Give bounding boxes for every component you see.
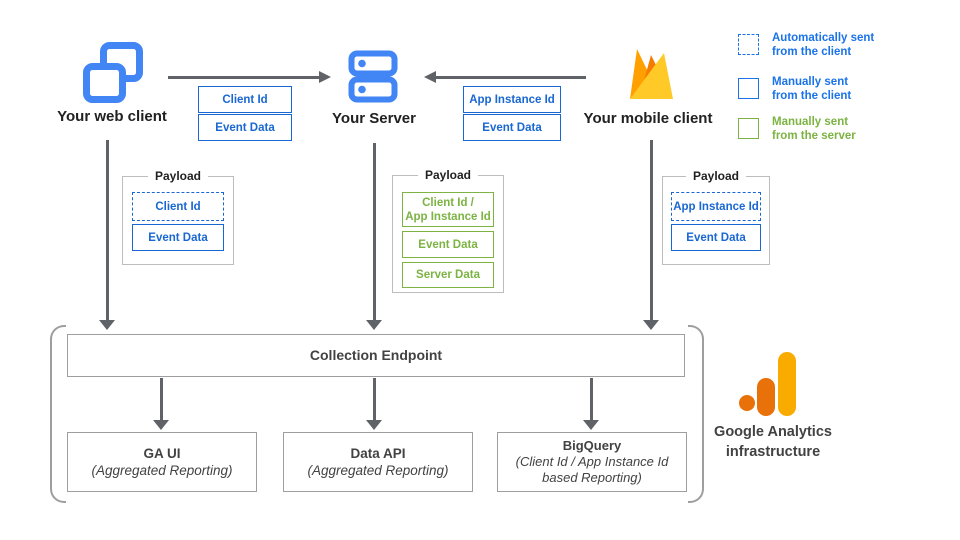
arrow-head-icon (153, 420, 169, 430)
connector-web-to-endpoint (99, 140, 116, 330)
legend-label: Manually sent from the server (772, 116, 856, 142)
arrow-line (590, 378, 593, 421)
arrow-line (435, 76, 586, 79)
flow-label-event-data: Event Data (198, 114, 292, 141)
collection-endpoint-box: Collection Endpoint (67, 334, 685, 377)
payload-server: Payload Client Id / App Instance Id Even… (392, 168, 504, 293)
payload-item-event-data: Event Data (402, 231, 494, 258)
payload-title: Payload (685, 169, 747, 183)
payload-title: Payload (417, 168, 479, 182)
output-title: BigQuery (562, 438, 622, 453)
flow-label-app-instance-id: App Instance Id (463, 86, 561, 113)
arrow-head-icon (366, 320, 382, 330)
output-title: Data API (350, 446, 406, 461)
web-client-icon (83, 42, 143, 103)
web-client-label: Your web client (57, 108, 167, 125)
output-box-data-api: Data API (Aggregated Reporting) (283, 432, 473, 492)
server-label: Your Server (332, 110, 416, 127)
arrow-line (373, 143, 376, 321)
flow-label-client-id: Client Id (198, 86, 292, 113)
connector-endpoint-to-ga-ui (153, 378, 170, 430)
payload-title: Payload (147, 169, 209, 183)
payload-web: Payload Client Id Event Data (122, 169, 234, 265)
output-title: GA UI (143, 446, 181, 461)
arrow-line (168, 76, 320, 79)
arrow-line (650, 140, 653, 321)
arrow-web-to-server (168, 69, 332, 85)
arrow-head-icon (424, 70, 436, 83)
payload-item-client-id: Client Id (132, 192, 224, 221)
collection-endpoint-label: Collection Endpoint (309, 347, 443, 363)
payload-item-event-data: Event Data (132, 224, 224, 251)
connector-mobile-to-endpoint (643, 140, 660, 330)
ga-dot (739, 395, 755, 411)
legend-item-manual-server: Manually sent from the server (738, 116, 948, 160)
arrow-line (373, 378, 376, 421)
flow-label-event-data: Event Data (463, 114, 561, 141)
infrastructure-brand-label: Google Analytics infrastructure (714, 424, 832, 460)
arrow-head-icon (319, 70, 331, 83)
arrow-line (160, 378, 163, 421)
solid-blue-swatch-icon (738, 78, 759, 99)
output-box-bigquery: BigQuery (Client Id / App Instance Id ba… (497, 432, 687, 492)
firebase-icon (630, 49, 673, 99)
arrow-head-icon (366, 420, 382, 430)
infrastructure-bracket-left (50, 325, 66, 503)
infrastructure-bracket-right (688, 325, 704, 503)
payload-item-client-app-id: Client Id / App Instance Id (402, 192, 494, 227)
arrow-head-icon (583, 420, 599, 430)
solid-green-swatch-icon (738, 118, 759, 139)
legend-item-manual-client: Manually sent from the client (738, 76, 948, 120)
output-subtitle: (Aggregated Reporting) (307, 463, 449, 478)
legend-item-auto-client: Automatically sent from the client (738, 32, 948, 76)
output-box-ga-ui: GA UI (Aggregated Reporting) (67, 432, 257, 492)
arrow-line (106, 140, 109, 321)
arrow-head-icon (643, 320, 659, 330)
connector-endpoint-to-data-api (366, 378, 383, 430)
google-analytics-icon (730, 350, 810, 418)
payload-item-server-data: Server Data (402, 262, 494, 288)
legend-label: Automatically sent from the client (772, 32, 875, 58)
payload-item-app-instance-id: App Instance Id (671, 192, 761, 221)
mobile-client-label: Your mobile client (583, 110, 713, 127)
ga-bar-medium (757, 378, 775, 416)
output-subtitle: (Aggregated Reporting) (91, 463, 233, 478)
dashed-blue-swatch-icon (738, 34, 759, 55)
arrow-mobile-to-server (424, 69, 586, 85)
arrow-head-icon (99, 320, 115, 330)
payload-mobile: Payload App Instance Id Event Data (662, 169, 770, 265)
server-icon (348, 50, 398, 103)
output-subtitle: (Client Id / App Instance Id based Repor… (515, 454, 669, 485)
ga-bar-tall (778, 352, 796, 416)
legend-label: Manually sent from the client (772, 76, 852, 102)
payload-item-event-data: Event Data (671, 224, 761, 251)
connector-endpoint-to-bigquery (583, 378, 600, 430)
connector-server-to-endpoint (366, 143, 383, 330)
